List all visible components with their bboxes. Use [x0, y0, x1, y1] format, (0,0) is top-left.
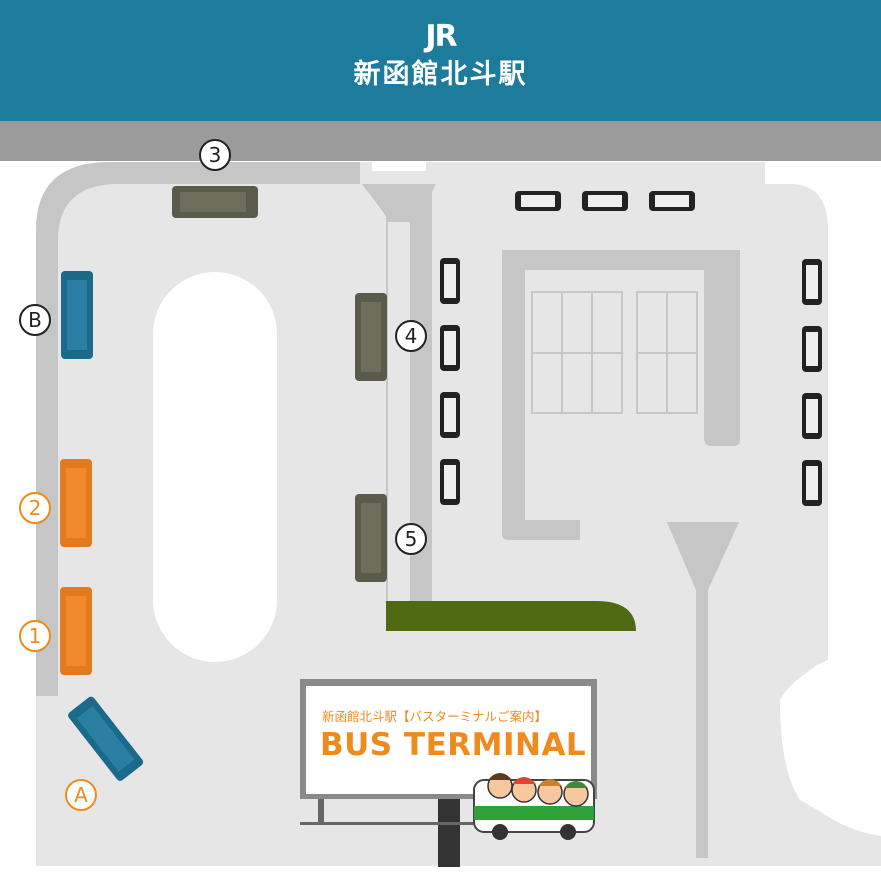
bus-stop-4-bus — [355, 293, 387, 381]
lower-left-white — [0, 700, 36, 885]
car-left-1 — [440, 258, 460, 304]
car-top-3 — [649, 191, 695, 211]
green-planter — [386, 601, 636, 631]
car-right-1 — [802, 259, 822, 305]
parked-cars — [440, 191, 822, 506]
jr-logo: JR — [425, 19, 457, 54]
car-top-2 — [582, 191, 628, 211]
bus-stop-3-marker[interactable]: 3 — [199, 139, 231, 171]
parking-stalls — [531, 291, 698, 414]
median-strip — [362, 184, 436, 602]
car-left-4 — [440, 459, 460, 505]
center-island — [153, 272, 277, 662]
right-corner-white — [787, 660, 881, 836]
bus-stop-b-bus — [61, 271, 93, 359]
right-divider-edge — [664, 518, 742, 522]
bus-stop-2-marker[interactable]: 2 — [19, 492, 51, 524]
billboard-title: BUS TERMINAL — [320, 727, 587, 763]
bus-stop-3-bus — [172, 186, 258, 218]
entrance-gap — [372, 162, 426, 171]
bus-stop-a-marker[interactable]: A — [65, 779, 97, 811]
bus-stop-5-marker[interactable]: 5 — [395, 523, 427, 555]
billboard-subtitle: 新函館北斗駅【バスターミナルご案内】 — [322, 709, 548, 724]
car-right-4 — [802, 460, 822, 506]
bus-terminal-billboard — [300, 679, 597, 867]
passenger-bus-illustration — [473, 773, 595, 840]
right-divider — [666, 520, 740, 858]
car-top-1 — [515, 191, 561, 211]
station-name: 新函館北斗駅 — [353, 59, 528, 90]
bottom-white-strip — [0, 866, 881, 885]
bus-stop-4-marker[interactable]: 4 — [395, 320, 427, 352]
station-header: JR 新函館北斗駅 — [0, 0, 881, 121]
median-inner — [388, 222, 410, 600]
bus-stop-2-bus — [60, 459, 92, 547]
bus-stop-1-marker[interactable]: 1 — [19, 620, 51, 652]
parking-block-inner — [525, 270, 704, 520]
station-platform-bar — [0, 121, 881, 161]
bus-stop-1-bus — [60, 587, 92, 675]
car-right-2 — [802, 326, 822, 372]
bus-stop-5-bus — [355, 494, 387, 582]
bus-stop-b-marker[interactable]: B — [19, 304, 51, 336]
car-right-3 — [802, 393, 822, 439]
car-left-3 — [440, 392, 460, 438]
car-left-2 — [440, 325, 460, 371]
bus-stop-a-bus — [68, 696, 144, 781]
